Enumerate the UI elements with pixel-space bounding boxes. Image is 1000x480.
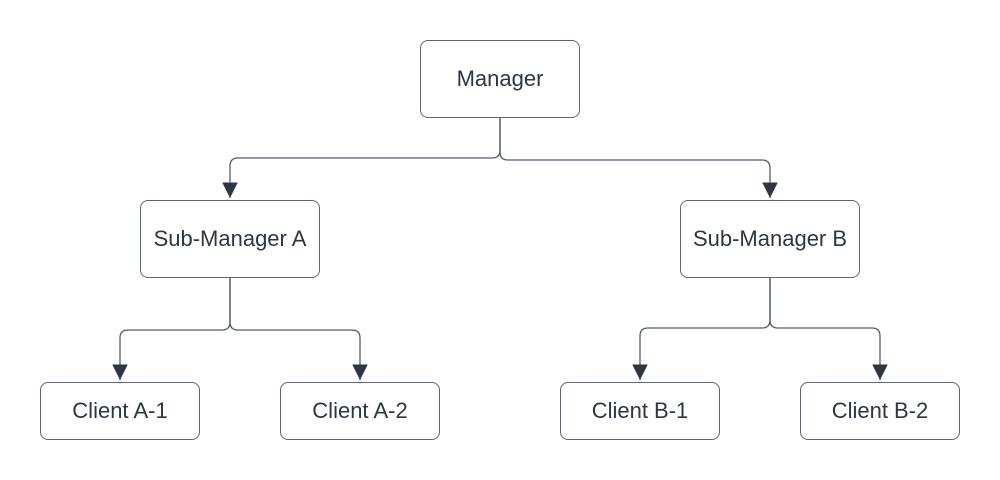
node-client-b1: Client B-1 [560, 382, 720, 440]
node-manager: Manager [420, 40, 580, 118]
node-client-a1-label: Client A-1 [72, 397, 168, 423]
node-manager-label: Manager [456, 65, 544, 91]
node-client-a1: Client A-1 [40, 382, 200, 440]
edge-sub-manager-b-to-client-b2 [769, 278, 888, 380]
edge-sub-manager-b-to-client-b1 [632, 278, 771, 380]
edge-manager-to-sub-manager-a [222, 118, 501, 198]
node-client-a2: Client A-2 [280, 382, 440, 440]
node-sub-manager-b: Sub-Manager B [680, 200, 860, 278]
node-client-b1-label: Client B-1 [591, 397, 689, 423]
edge-sub-manager-a-to-client-a1 [112, 278, 231, 380]
node-sub-manager-a: Sub-Manager A [140, 200, 320, 278]
node-sub-manager-a-label: Sub-Manager A [153, 225, 307, 251]
node-client-b2-label: Client B-2 [831, 397, 929, 423]
edge-manager-to-sub-manager-b [499, 118, 778, 198]
node-sub-manager-b-label: Sub-Manager B [692, 225, 848, 251]
edge-sub-manager-a-to-client-a2 [229, 278, 368, 380]
node-client-b2: Client B-2 [800, 382, 960, 440]
node-client-a2-label: Client A-2 [312, 397, 408, 423]
